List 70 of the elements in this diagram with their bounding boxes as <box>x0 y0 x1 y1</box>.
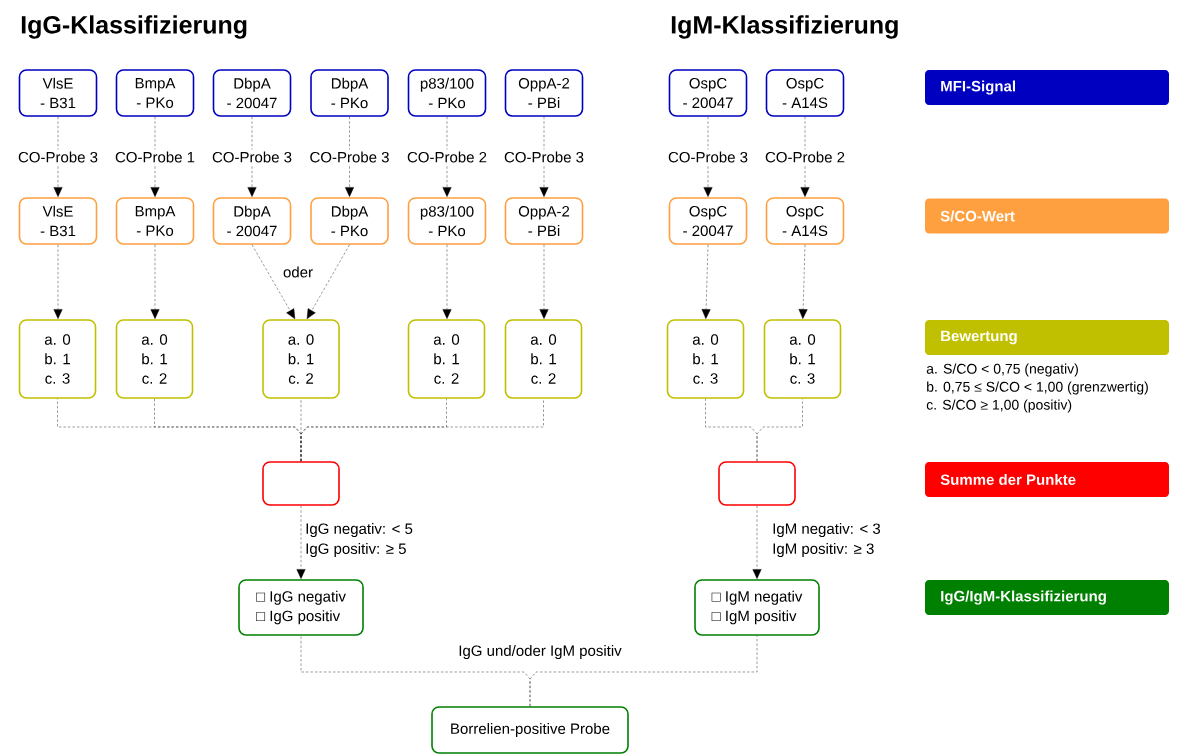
arrow <box>150 116 160 197</box>
antigen-box: OspC - A14S <box>765 69 845 117</box>
antigen-box: DbpA - 20047 <box>212 69 292 117</box>
antigen-box: VlsE - B31 <box>18 197 98 245</box>
legend-bar: Summe der Punkte <box>925 462 1169 497</box>
score-box: a. 0 b. 1 c. 3 <box>666 319 745 399</box>
antigen-box: OppA-2 - PBi <box>504 197 584 245</box>
edge-label: CO-Probe 3 <box>307 149 392 165</box>
arrow <box>798 244 808 319</box>
score-box: a. 0 b. 1 c. 3 <box>763 319 842 399</box>
arrow <box>800 116 810 197</box>
edge-label: CO-Probe 3 <box>666 149 750 165</box>
arrow <box>442 244 452 319</box>
arrow <box>306 244 350 319</box>
antigen-box: BmpA - PKo <box>115 69 195 117</box>
antigen-box: BmpA - PKo <box>115 197 195 245</box>
sum-box <box>262 461 340 506</box>
legend-bar: IgG/IgM-Klassifizierung <box>925 580 1169 615</box>
result-box: □ IgM negativ □ IgM positiv <box>694 579 820 636</box>
arrow <box>150 244 160 319</box>
edge-label: CO-Probe 3 <box>16 149 100 165</box>
edge-label: CO-Probe 2 <box>763 149 847 165</box>
edge-label: CO-Probe 2 <box>405 149 489 165</box>
score-box: a. 0 b. 1 c. 2 <box>407 319 486 399</box>
arrow <box>703 116 713 197</box>
condition-text: IgG und/oder IgM positiv <box>459 645 622 659</box>
heading: IgM-Klassifizierung <box>671 15 898 39</box>
antigen-box: DbpA - PKo <box>310 69 389 117</box>
arrow <box>539 116 549 197</box>
arrow <box>539 244 549 319</box>
arrow <box>247 116 257 197</box>
arrow <box>53 244 63 319</box>
antigen-box: DbpA - 20047 <box>212 197 292 245</box>
antigen-box: p83/100 - PKo <box>407 69 487 117</box>
antigen-box: OspC - A14S <box>765 197 845 245</box>
criterion-text: a. S/CO < 0,75 (negativ) <box>926 363 1078 377</box>
criterion-text: c. S/CO ≥ 1,00 (positiv) <box>926 399 1072 413</box>
threshold-text: IgG positiv: ≥ 5 <box>306 543 406 557</box>
result-box: □ IgG negativ □ IgG positiv <box>238 579 364 636</box>
arrow <box>752 505 762 579</box>
threshold-text: IgM positiv: ≥ 3 <box>773 543 874 557</box>
antigen-box: VlsE - B31 <box>18 69 98 117</box>
antigen-box: OppA-2 - PBi <box>504 69 584 117</box>
arrow <box>251 244 296 319</box>
edge-label: CO-Probe 1 <box>113 149 197 165</box>
threshold-text: IgG negativ: < 5 <box>306 523 413 537</box>
legend-bar: S/CO-Wert <box>925 198 1169 234</box>
heading: IgG-Klassifizierung <box>21 15 247 39</box>
legend-bar: MFI-Signal <box>925 70 1169 105</box>
score-box: a. 0 b. 1 c. 2 <box>504 319 583 399</box>
result-box: Borrelien-positive Probe <box>431 706 629 754</box>
antigen-box: OspC - 20047 <box>668 69 748 117</box>
antigen-box: p83/100 - PKo <box>407 197 487 245</box>
edge-label: CO-Probe 3 <box>210 149 294 165</box>
sum-box <box>718 461 796 506</box>
score-box: a. 0 b. 1 c. 3 <box>18 319 97 399</box>
antigen-box: DbpA - PKo <box>310 197 389 245</box>
arrow <box>442 116 452 197</box>
arrow <box>701 244 711 319</box>
criterion-text: b. 0,75 ≤ S/CO < 1,00 (grenzwertig) <box>927 381 1148 395</box>
antigen-box: OspC - 20047 <box>668 197 748 245</box>
score-box: a. 0 b. 1 c. 2 <box>115 319 194 399</box>
arrow <box>53 116 63 197</box>
arrow <box>345 116 354 197</box>
connector-label: oder <box>283 266 313 278</box>
arrow <box>296 505 306 579</box>
legend-bar: Bewertung <box>925 320 1169 355</box>
threshold-text: IgM negativ: < 3 <box>773 523 881 537</box>
score-box: a. 0 b. 1 c. 2 <box>262 319 340 399</box>
edge-label: CO-Probe 3 <box>502 149 586 165</box>
